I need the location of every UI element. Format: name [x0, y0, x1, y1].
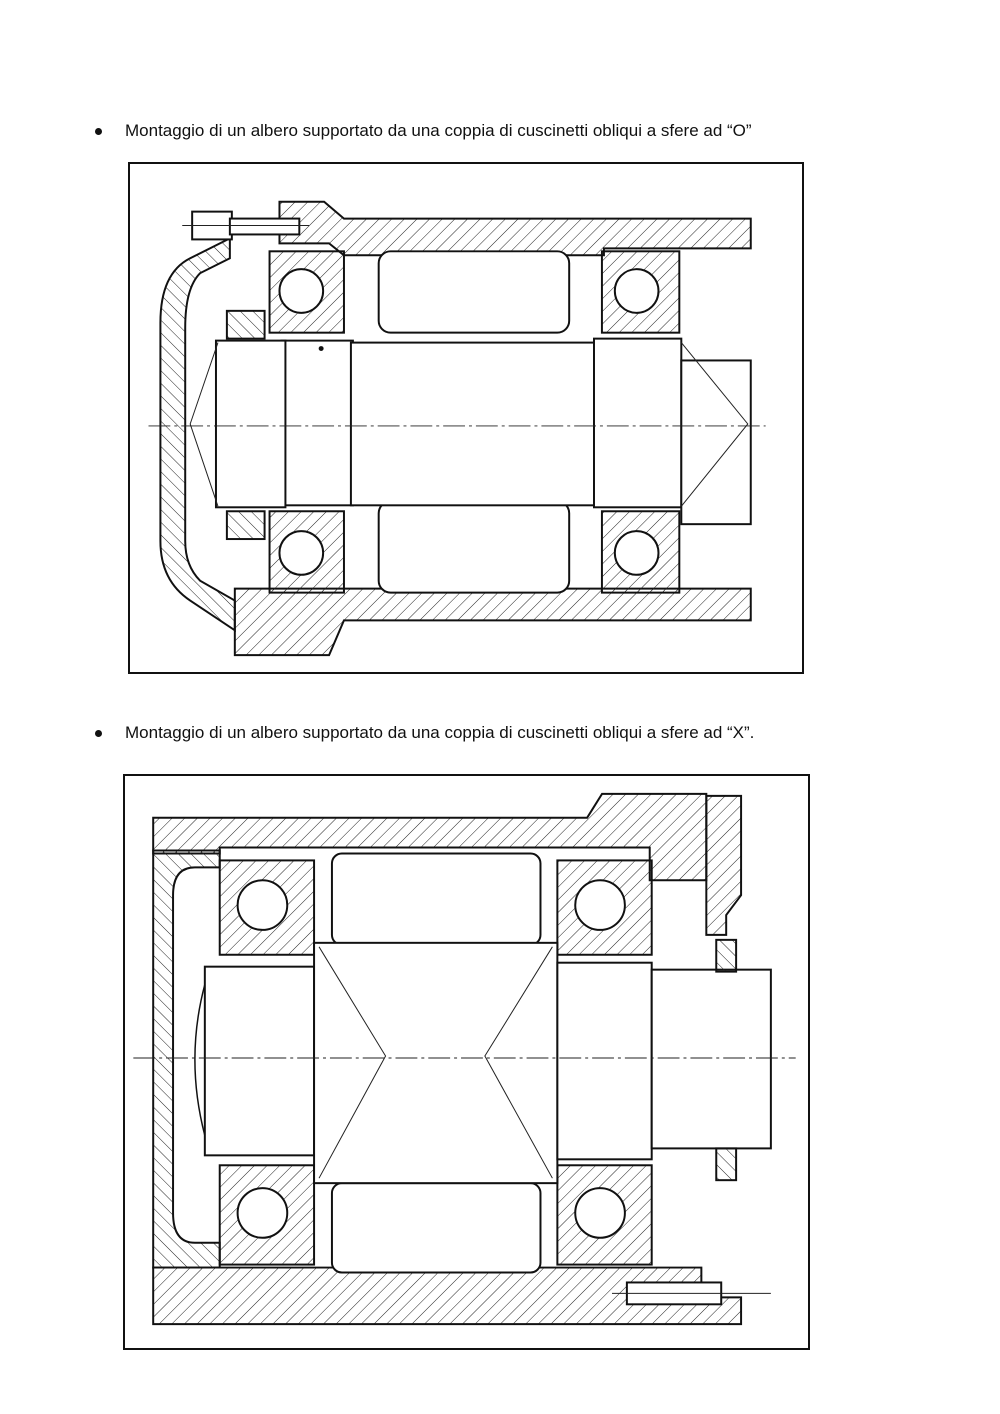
figure-o-arrangement-drawing — [128, 162, 804, 674]
bullet-item-x-arrangement: Montaggio di un albero supportato da una… — [95, 723, 754, 743]
bullet-text: Montaggio di un albero supportato da una… — [125, 121, 752, 140]
bullet-icon — [95, 127, 102, 135]
figure-x-arrangement-drawing — [123, 774, 810, 1350]
bullet-item-o-arrangement: Montaggio di un albero supportato da una… — [95, 121, 752, 141]
bullet-text: Montaggio di un albero supportato da una… — [125, 723, 755, 742]
bullet-icon — [95, 729, 102, 737]
